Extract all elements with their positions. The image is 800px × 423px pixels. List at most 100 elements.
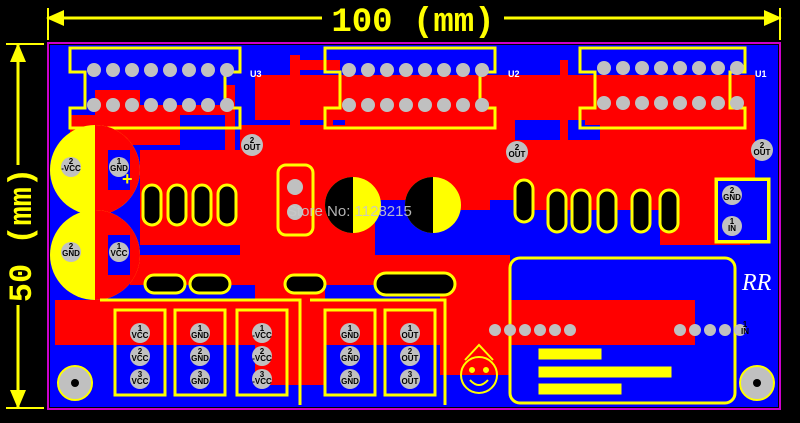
ic-footprints	[68, 46, 747, 130]
ic-pin	[418, 98, 432, 112]
bottom-connector-pin	[190, 346, 210, 366]
bottom-connector-pin	[340, 346, 360, 366]
ic-pin	[106, 98, 120, 112]
ic-pin	[361, 98, 375, 112]
ic-pin	[692, 61, 706, 75]
ic-pin	[654, 96, 668, 110]
bottom-connector-pin	[130, 346, 150, 366]
ic-pin	[342, 98, 356, 112]
height-dimension: 50 (mm)	[4, 43, 44, 409]
bottom-connector-pin-label: 2-VCC	[252, 347, 272, 363]
store-watermark: Store No: 1128215	[287, 203, 412, 220]
ic-pin	[380, 63, 394, 77]
bottom-connector-pin	[340, 369, 360, 389]
bottom-connector-pin	[400, 369, 420, 389]
pin-row-pad	[534, 324, 546, 336]
ic-pin	[125, 98, 139, 112]
ic-pin	[106, 63, 120, 77]
ic-pin	[201, 63, 215, 77]
bottom-connector-pin-label: 3-VCC	[252, 370, 272, 386]
ic-pin	[418, 63, 432, 77]
ic-pin	[342, 63, 356, 77]
ic-pin	[730, 61, 744, 75]
ic-pin	[399, 98, 413, 112]
width-dimension: 100 (mm)	[46, 4, 782, 42]
ic-pin	[673, 61, 687, 75]
pin-row-pad	[719, 324, 731, 336]
ic-pin	[125, 63, 139, 77]
bottom-connector-pin	[400, 323, 420, 343]
pin-row-pad	[519, 324, 531, 336]
pin-row-pad	[504, 324, 516, 336]
ic-pin	[87, 98, 101, 112]
ic-pin	[711, 96, 725, 110]
small-capacitors	[276, 163, 461, 237]
bottom-connector-pin	[340, 323, 360, 343]
height-label: 50 (mm)	[4, 168, 41, 302]
ic-pin	[456, 98, 470, 112]
rr-mark: RR	[741, 270, 772, 296]
ic-pin	[220, 98, 234, 112]
ic-pin	[437, 63, 451, 77]
resistors	[141, 178, 680, 297]
bottom-connector-pin	[400, 346, 420, 366]
bottom-connector-pin	[130, 323, 150, 343]
bottom-connector-pin-label: 1-VCC	[252, 324, 272, 340]
ic-pin	[87, 63, 101, 77]
ic-pin	[361, 63, 375, 77]
ic-pin	[597, 61, 611, 75]
ic-pin	[182, 98, 196, 112]
bottom-connector-pin	[252, 369, 272, 389]
left-cap-pads	[61, 157, 129, 262]
top-copper-layer	[55, 55, 770, 385]
bottom-connector-pins	[130, 323, 420, 389]
bottom-connector-pin	[252, 346, 272, 366]
pin-row-pad	[674, 324, 686, 336]
pin-row-pad	[734, 324, 746, 336]
ic-pin	[654, 61, 668, 75]
bottom-connector-pin	[190, 323, 210, 343]
pin-row-pad	[489, 324, 501, 336]
ic-pin	[730, 96, 744, 110]
smiley-logo	[460, 343, 498, 394]
ic-pin	[380, 98, 394, 112]
ic-label-u2: U2	[508, 69, 520, 79]
ic-pin	[635, 61, 649, 75]
ic-pin	[163, 98, 177, 112]
pin-row-pad	[704, 324, 716, 336]
ic-labels: U3 U2 U1	[250, 69, 767, 79]
ic-pin	[475, 63, 489, 77]
ic-pin	[399, 63, 413, 77]
ic-pin	[711, 61, 725, 75]
ic-pin	[144, 63, 158, 77]
ic-pin	[616, 61, 630, 75]
bottom-connectors-frame	[100, 298, 447, 405]
pin-row-pad	[549, 324, 561, 336]
ic-pin	[163, 63, 177, 77]
ic-label-u1: U1	[755, 69, 767, 79]
ic-pin	[456, 63, 470, 77]
ic-pin	[673, 96, 687, 110]
left-cap-label: 2-VCC	[61, 157, 81, 173]
